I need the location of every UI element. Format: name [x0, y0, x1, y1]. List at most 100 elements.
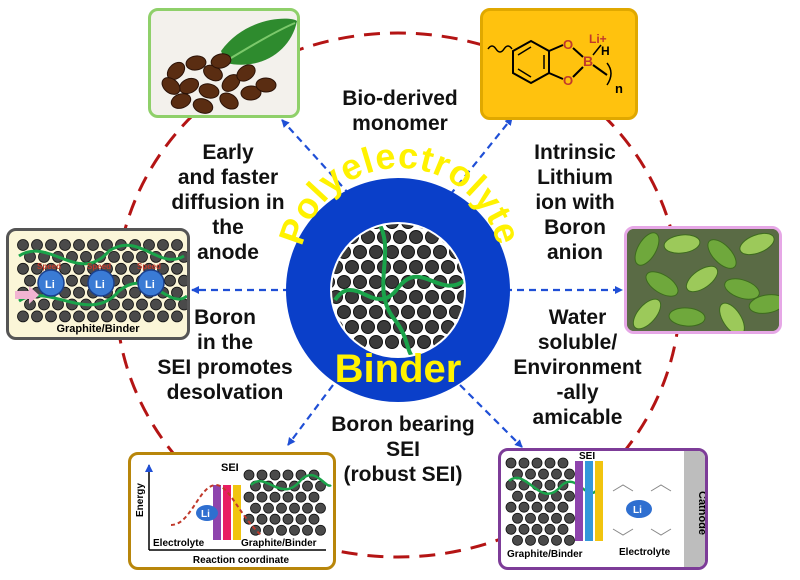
label-intrinsic-lithium: Intrinsic Lithium ion with Boron anion	[534, 141, 616, 264]
lattice-atom	[425, 290, 439, 304]
lattice-atom	[353, 305, 367, 319]
lattice-atom	[369, 305, 383, 319]
graphite-atom	[269, 513, 281, 525]
coffee-bean	[255, 77, 277, 93]
lattice-atom	[385, 245, 399, 259]
graphite-atom	[108, 298, 120, 311]
graphite-atom	[17, 262, 29, 275]
graphite-atom	[308, 491, 320, 503]
label-water-soluble: Water soluble/ Environment -ally amicabl…	[513, 306, 642, 429]
lattice-atom	[393, 230, 407, 244]
coffee-bean	[219, 92, 239, 110]
lattice-atom	[425, 320, 439, 334]
graphite-atom	[73, 239, 85, 251]
coffee-bean	[161, 77, 181, 95]
leaf	[668, 307, 706, 327]
diffusion-speed-2: Speed	[87, 262, 111, 271]
lattice-atom	[401, 305, 415, 319]
label-diffusion: Early and faster diffusion in the anode	[171, 141, 285, 264]
graphite-atom	[136, 250, 148, 263]
subscript-n: n	[615, 81, 623, 96]
graphite-atom	[171, 286, 183, 299]
graphite-atom	[115, 310, 127, 323]
graphite-atom	[538, 534, 549, 546]
graphite-atom	[525, 534, 536, 546]
graphite-atom	[525, 512, 536, 524]
energy-diagram-icon: Li SEI Energy Electrolyte Graphite/Binde…	[135, 462, 332, 566]
lattice-atom	[425, 260, 439, 274]
binder-chain-1	[333, 274, 464, 302]
graphite-atom	[59, 262, 71, 275]
graphite-atom	[505, 479, 517, 491]
atom-b: B	[583, 53, 593, 69]
lattice-atom	[417, 245, 431, 259]
graphite-atom	[129, 310, 141, 323]
graphite-atom	[282, 491, 294, 503]
lattice-atom	[433, 245, 447, 259]
coffee-bean	[210, 53, 232, 69]
diffusion-graphite-icon: Li Li Li Speed Speed Speed Graphite/Bind…	[15, 239, 187, 335]
coffee-bean	[185, 55, 207, 71]
arrow-to-energy	[287, 384, 334, 446]
label-bio-derived: Bio-derived monomer	[342, 87, 458, 135]
graphite-atom	[315, 480, 326, 492]
graphite-atom	[66, 274, 78, 287]
lattice-atom	[385, 335, 399, 349]
energy-electrolyte: Electrolyte	[153, 538, 205, 549]
panel-molecule: O O B Li+ H n	[480, 8, 638, 120]
label-boron-sei: Boron bearing SEI (robust SEI)	[331, 413, 475, 486]
lattice-atom	[417, 305, 431, 319]
graphite-atom	[289, 524, 300, 536]
graphite-atom	[243, 469, 255, 481]
graphite-atom	[31, 262, 43, 275]
graphite-atom	[24, 274, 36, 287]
lattice-atom	[417, 335, 431, 349]
lattice-atom	[353, 245, 367, 259]
graphite-atom	[302, 480, 313, 492]
graphite-atom	[551, 534, 562, 546]
graphite-atom	[108, 250, 120, 263]
cathode-diagram-icon: Cathode Li SEI Graphite/Binder Electroly…	[505, 451, 705, 567]
lattice-atom	[393, 290, 407, 304]
lattice-atom	[337, 305, 351, 319]
lattice-atom	[433, 305, 447, 319]
graphite-atom	[564, 490, 575, 502]
graphite-atom	[122, 298, 134, 311]
graphite-atom	[178, 298, 187, 311]
diffusion-li-2: Li	[95, 279, 105, 291]
panel-cathode: Cathode Li SEI Graphite/Binder Electroly…	[498, 448, 708, 570]
graphite-atom	[250, 502, 261, 514]
graphite-atom	[525, 490, 536, 502]
energy-xlabel: Reaction coordinate	[193, 555, 290, 566]
diffusion-li-3: Li	[145, 279, 155, 291]
graphite-atom	[157, 310, 169, 323]
graphite-atom	[544, 523, 556, 535]
boronate-molecule-icon: O O B Li+ H n	[487, 32, 623, 96]
graphite-atom	[45, 239, 57, 251]
graphite-atom	[557, 523, 569, 535]
graphite-atom	[518, 501, 530, 513]
graphite-atom	[157, 262, 169, 275]
lattice-atom	[441, 290, 455, 304]
diffusion-caption: Graphite/Binder	[56, 323, 140, 335]
lattice-atom	[393, 260, 407, 274]
energy-li: Li	[201, 509, 210, 520]
leaf	[748, 294, 779, 314]
arrow-to-coffee	[281, 119, 351, 196]
graphite-atom	[538, 512, 549, 524]
graphite-atom	[282, 513, 294, 525]
graphite-atom	[302, 524, 313, 536]
cathode-graphite: Graphite/Binder	[507, 549, 583, 560]
cathode-electrolyte: Electrolyte	[619, 547, 671, 558]
panel-energy-diagram: Li SEI Energy Electrolyte Graphite/Binde…	[128, 452, 336, 570]
graphite-atom	[544, 457, 556, 469]
lattice-atom	[337, 275, 351, 289]
lattice-atom	[409, 290, 423, 304]
coffee-bean	[198, 83, 220, 99]
graphite-atom	[143, 310, 155, 323]
graphite-atom	[512, 490, 523, 502]
lattice-atom	[409, 320, 423, 334]
graphite-atom	[80, 250, 92, 263]
cathode-label: Cathode	[696, 491, 705, 535]
